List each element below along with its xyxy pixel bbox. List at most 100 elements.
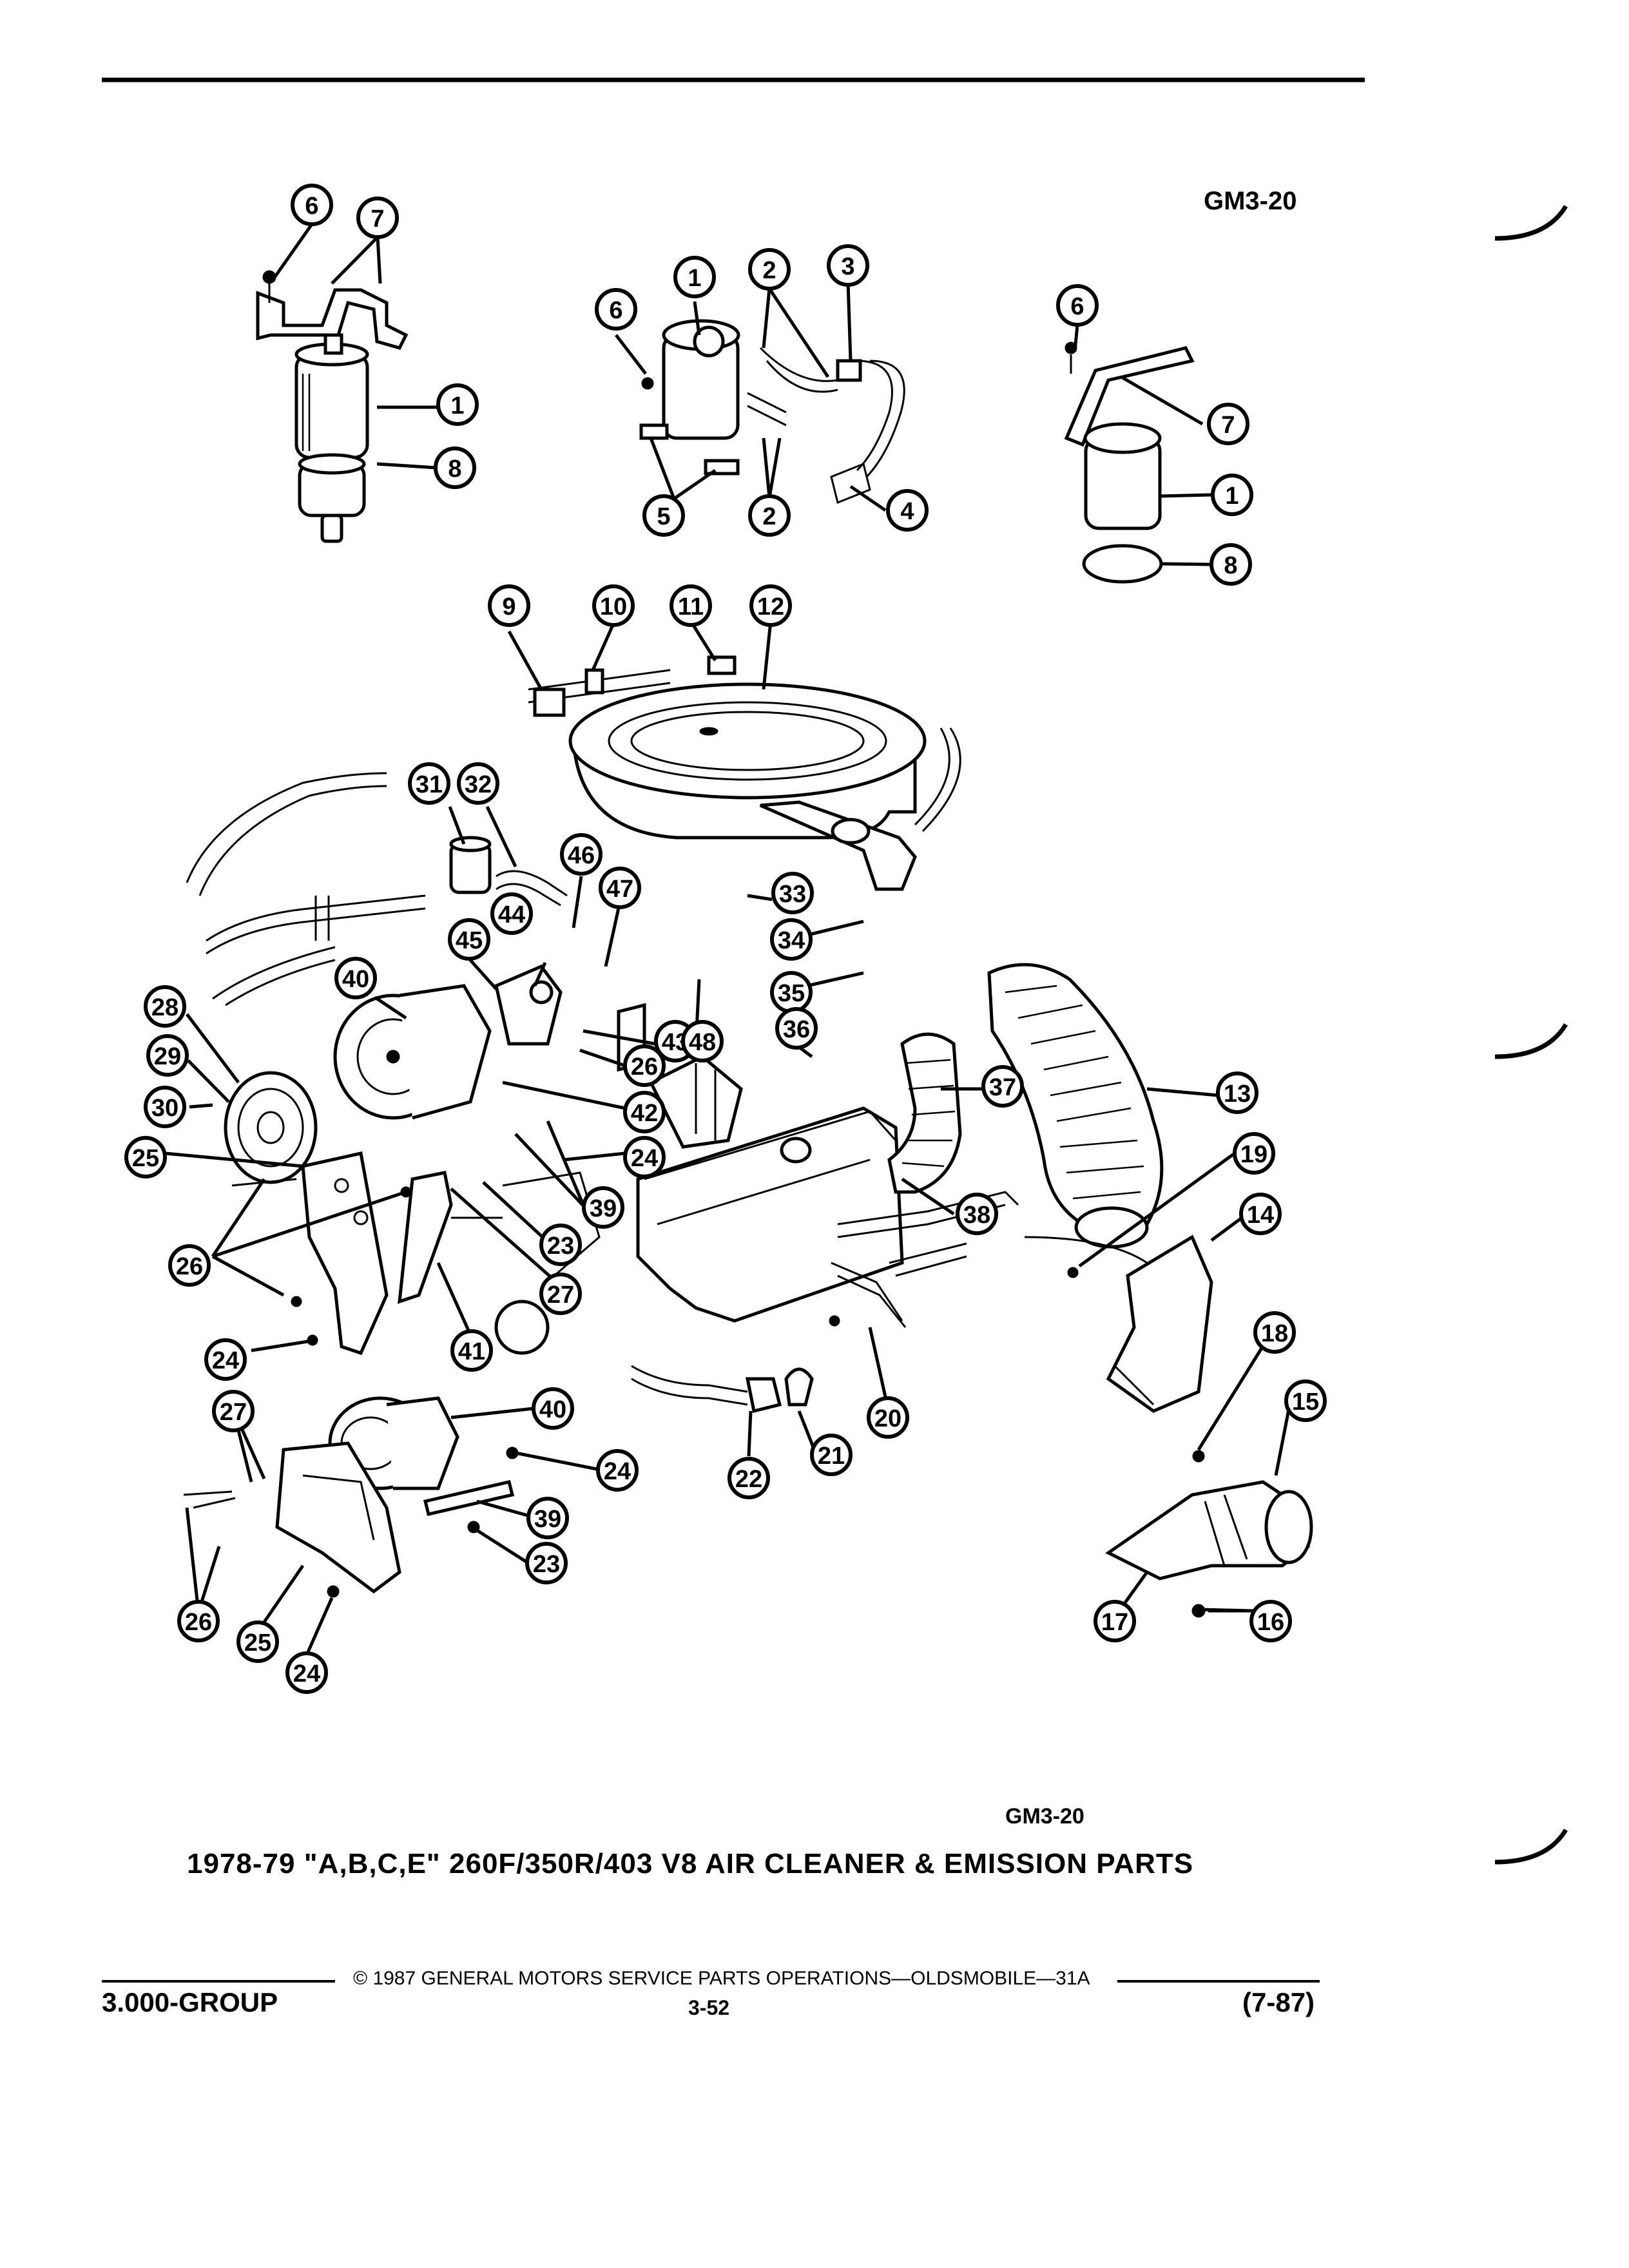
callout-circle bbox=[599, 867, 641, 909]
callout-11: 11 bbox=[670, 584, 712, 627]
callout-circle bbox=[356, 197, 399, 239]
callout-number: 29 bbox=[154, 1043, 181, 1070]
callout-number: 31 bbox=[416, 771, 443, 798]
callout-32: 32 bbox=[457, 762, 499, 805]
callout-number: 47 bbox=[606, 876, 633, 903]
callout-1: 1 bbox=[1211, 474, 1253, 516]
callout-circle bbox=[177, 1600, 220, 1642]
callout-number: 46 bbox=[568, 842, 595, 869]
callout-number: 39 bbox=[590, 1195, 617, 1222]
callout-number: 26 bbox=[185, 1609, 212, 1636]
callout-6: 6 bbox=[1056, 284, 1099, 327]
callout-number: 26 bbox=[176, 1253, 203, 1280]
callout-circle bbox=[1094, 1600, 1136, 1642]
callout-20: 20 bbox=[867, 1396, 909, 1439]
callout-24: 24 bbox=[285, 1651, 328, 1694]
callout-3: 3 bbox=[827, 244, 869, 287]
canister-center bbox=[639, 319, 905, 505]
callout-1: 1 bbox=[436, 383, 479, 426]
binder-mark bbox=[1494, 1829, 1568, 1865]
callout-circle bbox=[1284, 1379, 1327, 1422]
air-pump bbox=[224, 964, 646, 1184]
callout-circle bbox=[526, 1497, 569, 1539]
callout-44: 44 bbox=[490, 892, 533, 935]
callout-number: 3 bbox=[841, 253, 854, 280]
callout-circle bbox=[539, 1224, 582, 1266]
callout-22: 22 bbox=[728, 1457, 770, 1499]
callout-27: 27 bbox=[539, 1273, 582, 1315]
callout-circle bbox=[144, 1086, 186, 1128]
callout-number: 35 bbox=[778, 980, 805, 1007]
callout-number: 45 bbox=[456, 927, 483, 954]
callout-circle bbox=[1210, 543, 1252, 586]
callout-40: 40 bbox=[532, 1387, 574, 1430]
callout-24: 24 bbox=[204, 1338, 247, 1381]
callout-circle bbox=[1233, 1132, 1275, 1175]
callout-40: 40 bbox=[334, 957, 377, 999]
callout-circle bbox=[681, 1020, 724, 1062]
callout-circle bbox=[728, 1457, 770, 1499]
callout-number: 48 bbox=[689, 1029, 716, 1056]
callout-number: 19 bbox=[1240, 1141, 1268, 1168]
copyright-line: © 1987 GENERAL MOTORS SERVICE PARTS OPER… bbox=[353, 1968, 1090, 1989]
diagram-code-top: GM3-20 bbox=[1204, 187, 1297, 215]
callout-number: 28 bbox=[151, 994, 178, 1021]
callout-circle bbox=[623, 1091, 666, 1133]
air-snorkel bbox=[1067, 1267, 1313, 1618]
callout-circle bbox=[1239, 1193, 1282, 1235]
callout-number: 24 bbox=[212, 1347, 239, 1374]
diagram-code-bottom: GM3-20 bbox=[1005, 1804, 1084, 1829]
callout-5: 5 bbox=[642, 494, 685, 537]
callout-number: 30 bbox=[151, 1095, 178, 1122]
callout-circle bbox=[236, 1620, 279, 1663]
callout-circle bbox=[488, 584, 530, 627]
callout-circle bbox=[748, 248, 791, 291]
callout-circle bbox=[525, 1542, 568, 1584]
callout-number: 1 bbox=[450, 392, 464, 419]
callout-circle bbox=[771, 872, 814, 914]
callout-number: 6 bbox=[609, 297, 622, 324]
callout-number: 10 bbox=[600, 593, 627, 620]
callout-41: 41 bbox=[450, 1329, 493, 1372]
callout-6: 6 bbox=[291, 184, 333, 226]
binder-mark bbox=[1494, 205, 1568, 241]
callout-circle bbox=[867, 1396, 909, 1439]
callout-number: 34 bbox=[778, 927, 805, 954]
callout-number: 9 bbox=[502, 593, 516, 620]
callout-8: 8 bbox=[434, 447, 476, 489]
callout-2: 2 bbox=[748, 248, 791, 291]
callout-circle bbox=[457, 762, 499, 805]
callout-circle bbox=[810, 1434, 853, 1476]
callout-25: 25 bbox=[124, 1136, 167, 1178]
callout-circle bbox=[596, 1449, 639, 1492]
callout-number: 7 bbox=[371, 206, 384, 233]
callout-number: 1 bbox=[1225, 483, 1239, 510]
callout-circle bbox=[670, 584, 712, 627]
callout-circle bbox=[595, 288, 637, 331]
callout-number: 2 bbox=[762, 503, 776, 530]
callout-circle bbox=[334, 957, 377, 999]
brackets-left bbox=[231, 1151, 503, 1356]
callout-42: 42 bbox=[623, 1091, 666, 1133]
callout-circle bbox=[1211, 474, 1253, 516]
callout-25: 25 bbox=[236, 1620, 279, 1663]
callout-circle bbox=[204, 1338, 247, 1381]
callout-circle bbox=[1056, 284, 1099, 327]
callout-12: 12 bbox=[749, 584, 792, 627]
callout-39: 39 bbox=[526, 1497, 569, 1539]
callout-circle bbox=[532, 1387, 574, 1430]
callout-circle bbox=[770, 918, 813, 961]
vacuum-hoses bbox=[186, 772, 568, 1006]
callout-circle bbox=[673, 256, 716, 298]
callout-35: 35 bbox=[770, 971, 813, 1014]
callout-number: 33 bbox=[779, 881, 806, 908]
callout-circle bbox=[408, 762, 450, 805]
callout-30: 30 bbox=[144, 1086, 186, 1128]
callout-2: 2 bbox=[748, 494, 791, 537]
callout-number: 26 bbox=[631, 1053, 658, 1081]
callout-circle bbox=[434, 447, 476, 489]
callout-circle bbox=[168, 1244, 211, 1287]
callout-circle bbox=[827, 244, 869, 287]
